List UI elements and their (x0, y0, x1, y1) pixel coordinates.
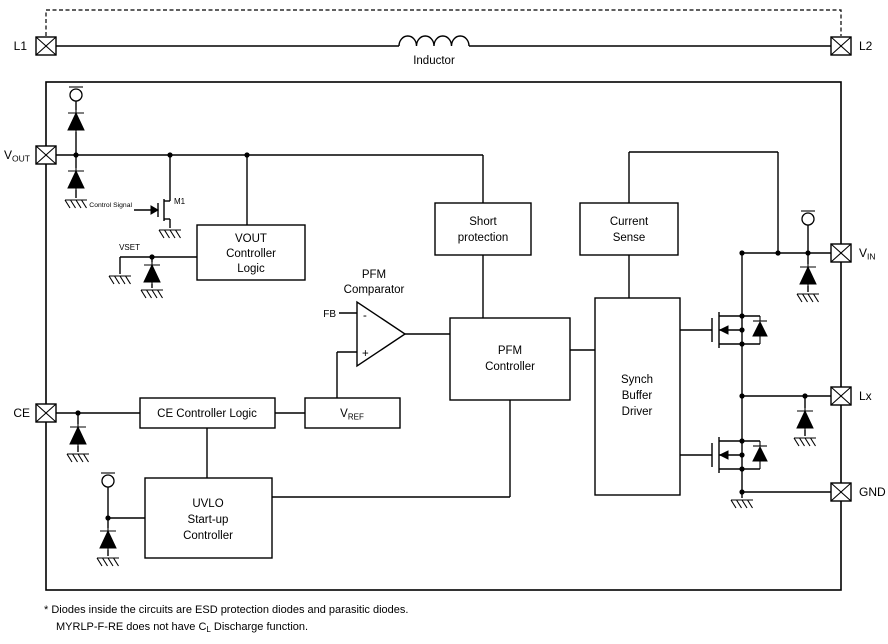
ic-boundary (45, 81, 842, 591)
pin-pad-icon (830, 243, 852, 263)
pin-pad-icon (830, 36, 852, 56)
ground-icon (66, 453, 90, 463)
esd-diode-icon (69, 423, 87, 447)
block-synch-buffer-driver: Synch Buffer Driver (594, 297, 681, 496)
body-diode-icon (742, 315, 768, 345)
ground-icon (796, 293, 820, 303)
block-line: Start-up (188, 514, 229, 526)
high-side-mosfet-icon (680, 253, 768, 396)
esd-diode-icon (99, 527, 117, 551)
pin-vin: VIN (830, 243, 876, 263)
pin-gnd: GND (830, 482, 886, 502)
block-line: Synch (621, 374, 653, 386)
block-line: Current (610, 216, 649, 228)
footnote-line-2: MYRLP-F-RE does not have CL Discharge fu… (56, 621, 308, 634)
pin-ce: CE (13, 403, 57, 423)
pin-label: Lx (859, 389, 872, 403)
ground-icon (140, 289, 164, 299)
wires (56, 101, 831, 556)
junction-dots (73, 152, 811, 521)
supply-terminal-icon (100, 472, 116, 488)
pin-pad-icon (830, 482, 852, 502)
block-line: PFM (498, 345, 522, 357)
footnote-line-1: * Diodes inside the circuits are ESD pro… (44, 604, 408, 616)
pin-l1: L1 (14, 36, 57, 56)
pin-l2: L2 (830, 36, 873, 56)
block-current-sense: Current Sense (579, 202, 679, 256)
block-line: Logic (237, 263, 265, 275)
pin-label: VIN (859, 246, 876, 262)
esd-diode-icon (796, 407, 814, 431)
block-ce-controller-logic: CE Controller Logic (139, 397, 276, 429)
block-line: Controller (485, 361, 535, 373)
esd-diode-icon (143, 261, 161, 285)
block-line: protection (458, 232, 509, 244)
inductor-coil-icon (398, 35, 470, 47)
supply-terminal-icon (800, 210, 816, 226)
block-line: Sense (613, 232, 646, 244)
top-dashed-wire (45, 9, 842, 36)
block-line: CE Controller Logic (157, 408, 257, 420)
external-inductor-wire (56, 35, 831, 47)
block-short-protection: Short protection (434, 202, 532, 256)
block-line: PFM (362, 269, 386, 281)
esd-diode-icon (67, 109, 85, 133)
esd-diode-icon (799, 263, 817, 287)
m1-label: M1 (174, 197, 186, 206)
pin-lx: Lx (830, 386, 872, 406)
ground-icon (96, 557, 120, 567)
control-signal-label: Control Signal (89, 202, 132, 209)
block-line: Comparator (344, 284, 405, 296)
ground-icon (64, 199, 88, 209)
pin-pad-icon (35, 145, 57, 165)
block-uvlo-startup-controller: UVLO Start-up Controller (144, 477, 273, 559)
m1-transistor-icon (150, 199, 165, 221)
ground-icon (730, 499, 754, 509)
body-diode-icon (742, 440, 768, 470)
block-line: Buffer (622, 390, 653, 402)
ground-icon (793, 437, 817, 447)
low-side-mosfet-icon (680, 396, 768, 492)
vset-label: VSET (119, 243, 140, 252)
pin-label: L1 (14, 39, 28, 53)
gate-arrow-icon (150, 205, 160, 215)
ground-icon (158, 229, 182, 239)
pfm-comparator: PFM Comparator - + FB (323, 269, 407, 368)
pin-pad-icon (830, 386, 852, 406)
pin-label: GND (859, 485, 886, 499)
block-vref: VREF (304, 397, 401, 429)
pin-pad-icon (35, 36, 57, 56)
pin-label: L2 (859, 39, 873, 53)
ground-icon (108, 275, 132, 285)
block-line: Driver (622, 406, 653, 418)
pin-label: VOUT (4, 148, 30, 164)
inductor-label: Inductor (413, 55, 455, 67)
vref-label: VREF (340, 408, 364, 422)
block-line: Controller (183, 530, 233, 542)
supply-terminal-icon (68, 86, 84, 102)
fb-label: FB (323, 309, 336, 320)
block-line: VOUT (235, 233, 267, 245)
comparator-triangle-icon (356, 300, 407, 368)
block-vout-controller-logic: VOUT Controller Logic (196, 224, 306, 281)
pin-vout: VOUT (4, 145, 57, 165)
block-line: Controller (226, 248, 276, 260)
pin-label: CE (13, 406, 30, 420)
minus-input-label: - (363, 310, 367, 322)
pin-pad-icon (35, 403, 57, 423)
plus-input-label: + (362, 348, 369, 360)
block-pfm-controller: PFM Controller (449, 317, 571, 401)
block-line: UVLO (192, 498, 223, 510)
esd-diode-icon (67, 167, 85, 191)
block-line: Short (469, 216, 497, 228)
